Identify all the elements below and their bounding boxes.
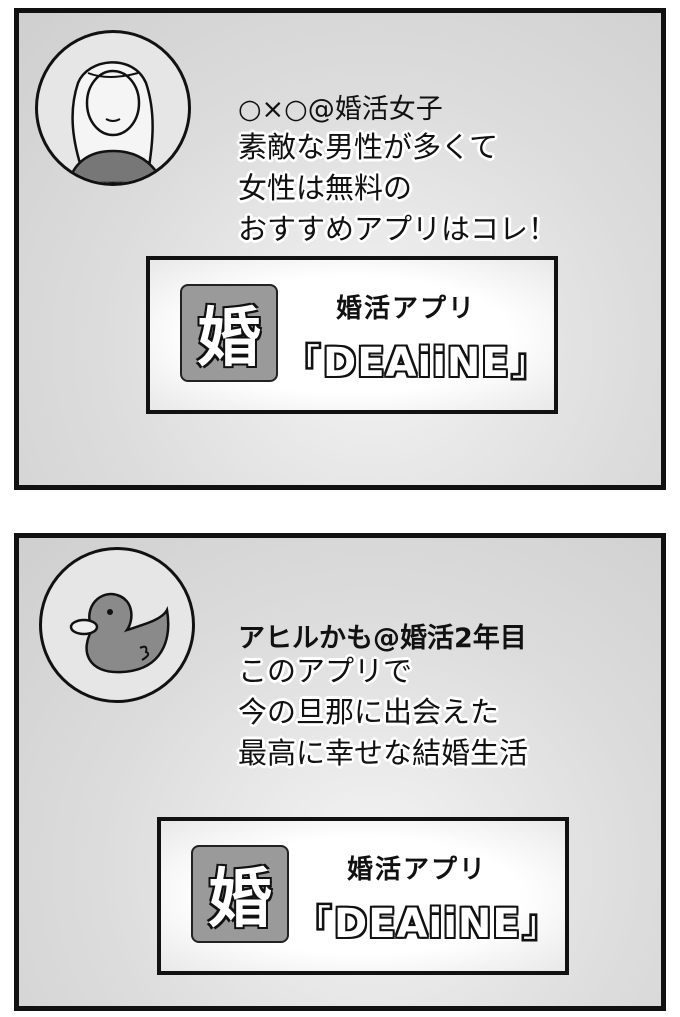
app-ad-banner[interactable]: 婚 婚活アプリ 『DEAiiNE』: [157, 817, 569, 975]
bracket-open: 『: [293, 901, 334, 947]
brand-name: DEAiiNE: [323, 340, 510, 386]
post-text: 素敵な男性が多くて 女性は無料の おすすめアプリはコレ！: [238, 127, 557, 250]
post-line: このアプリで: [238, 654, 413, 688]
post-line: 最高に幸せな結婚生活: [238, 736, 529, 770]
ad-brand: 『DEAiiNE』: [282, 330, 551, 388]
poster-name: ○×○@婚活女子: [238, 94, 443, 125]
app-ad-banner[interactable]: 婚 婚活アプリ 『DEAiiNE』: [146, 256, 558, 414]
ad-title: 婚活アプリ: [336, 294, 477, 324]
post-text: このアプリで 今の旦那に出会えた 最高に幸せな結婚生活: [238, 651, 528, 774]
app-logo-icon: 婚: [180, 284, 278, 382]
poster-name: アヒルかも@婚活2年目: [238, 623, 527, 654]
ad-title: 婚活アプリ: [347, 855, 488, 885]
woman-avatar-icon: [35, 30, 191, 186]
post-line: おすすめアプリはコレ！: [238, 212, 558, 246]
bracket-close: 』: [509, 340, 551, 386]
post-line: 今の旦那に出会えた: [238, 695, 500, 729]
ad-brand: 『DEAiiNE』: [293, 891, 562, 949]
comic-panel-1: ○×○@婚活女子 素敵な男性が多くて 女性は無料の おすすめアプリはコレ！ 婚 …: [14, 8, 666, 490]
duck-avatar-icon: [39, 547, 195, 703]
bracket-open: 『: [282, 340, 323, 386]
brand-name: DEAiiNE: [334, 901, 521, 947]
post-line: 素敵な男性が多くて: [238, 130, 499, 164]
post-line: 女性は無料の: [238, 171, 413, 205]
app-logo-icon: 婚: [191, 845, 289, 943]
comic-panel-2: アヒルかも@婚活2年目 このアプリで 今の旦那に出会えた 最高に幸せな結婚生活 …: [14, 533, 666, 1011]
bracket-close: 』: [520, 901, 562, 947]
